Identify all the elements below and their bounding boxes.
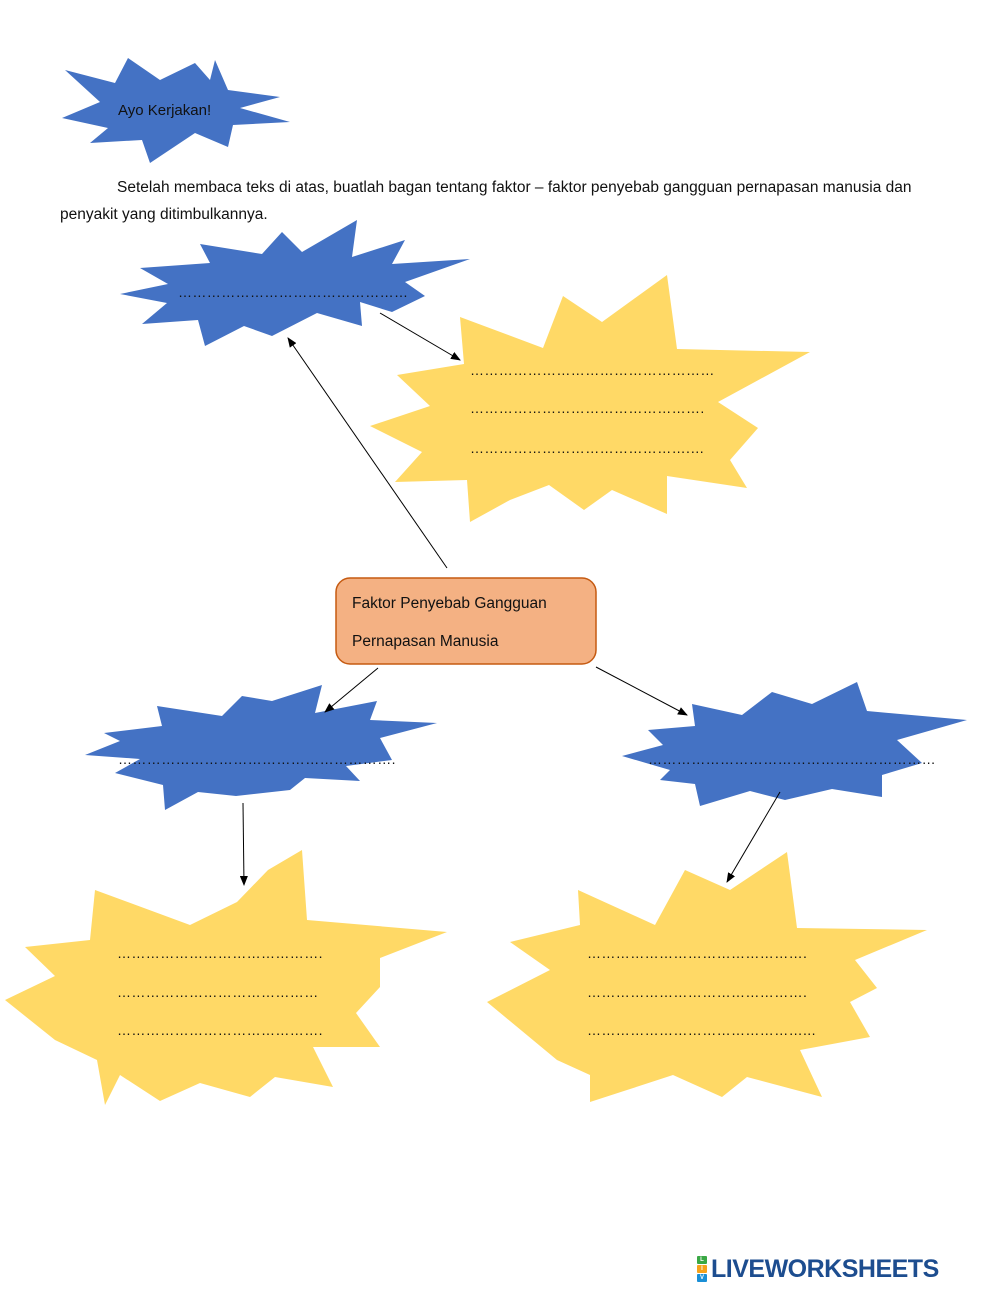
disease-left-blank-1[interactable]: ……………………………………. xyxy=(117,945,323,961)
disease-top-blank-1[interactable]: …………………………………………… xyxy=(470,362,715,378)
arrow-cause-right-to-disease-right xyxy=(726,791,781,883)
logo-letter-l: L xyxy=(697,1256,707,1264)
cause-right-blank[interactable]: …………………………………………………… xyxy=(648,751,936,767)
disease-top-blank-2[interactable]: …………………………………………. xyxy=(470,400,705,416)
center-box xyxy=(335,577,597,665)
cause-left-burst-shape xyxy=(85,685,437,810)
arrow-cause-left-to-disease-left xyxy=(239,802,248,886)
logo-letter-v: V xyxy=(697,1274,707,1282)
arrow-center-to-cause-top xyxy=(287,337,448,569)
center-box-line2: Pernapasan Manusia xyxy=(352,633,499,650)
arrow-cause-top-to-disease-top xyxy=(379,312,461,361)
arrow-center-to-cause-left xyxy=(324,667,379,713)
center-box-line1: Faktor Penyebab Gangguan xyxy=(352,595,547,612)
logo-letter-i: I xyxy=(697,1265,707,1273)
disease-left-blank-3[interactable]: ……………………………………. xyxy=(117,1022,323,1038)
disease-top-blank-3[interactable]: ……………………………………….… xyxy=(470,440,705,456)
arrow-center-to-cause-right xyxy=(595,666,688,716)
disease-left-burst-shape xyxy=(5,850,447,1105)
header-burst-shape xyxy=(62,58,290,163)
cause-left-blank[interactable]: …………………………………………………. xyxy=(118,751,396,767)
cause-top-blank[interactable]: ………………………………………… xyxy=(178,284,408,300)
disease-left-blank-2[interactable]: …………………………………… xyxy=(117,984,319,1000)
cause-right-burst-shape xyxy=(622,682,967,806)
header-badge-label: Ayo Kerjakan! xyxy=(118,102,211,119)
liveworksheets-logo-icon: L I V xyxy=(697,1256,707,1282)
instruction-text: Setelah membaca teks di atas, buatlah ba… xyxy=(60,179,912,223)
disease-right-blank-1[interactable]: ………………………………………. xyxy=(587,945,807,961)
cause-top-burst-shape xyxy=(120,220,470,346)
disease-right-burst-shape xyxy=(487,852,927,1102)
disease-top-burst-shape xyxy=(370,275,810,522)
liveworksheets-brand[interactable]: L I V LIVEWORKSHEETS xyxy=(697,1252,939,1286)
disease-right-blank-2[interactable]: ………………………………………. xyxy=(587,984,807,1000)
liveworksheets-brand-text: LIVEWORKSHEETS xyxy=(711,1254,939,1283)
disease-right-blank-3[interactable]: ………………………………………... xyxy=(587,1022,816,1038)
